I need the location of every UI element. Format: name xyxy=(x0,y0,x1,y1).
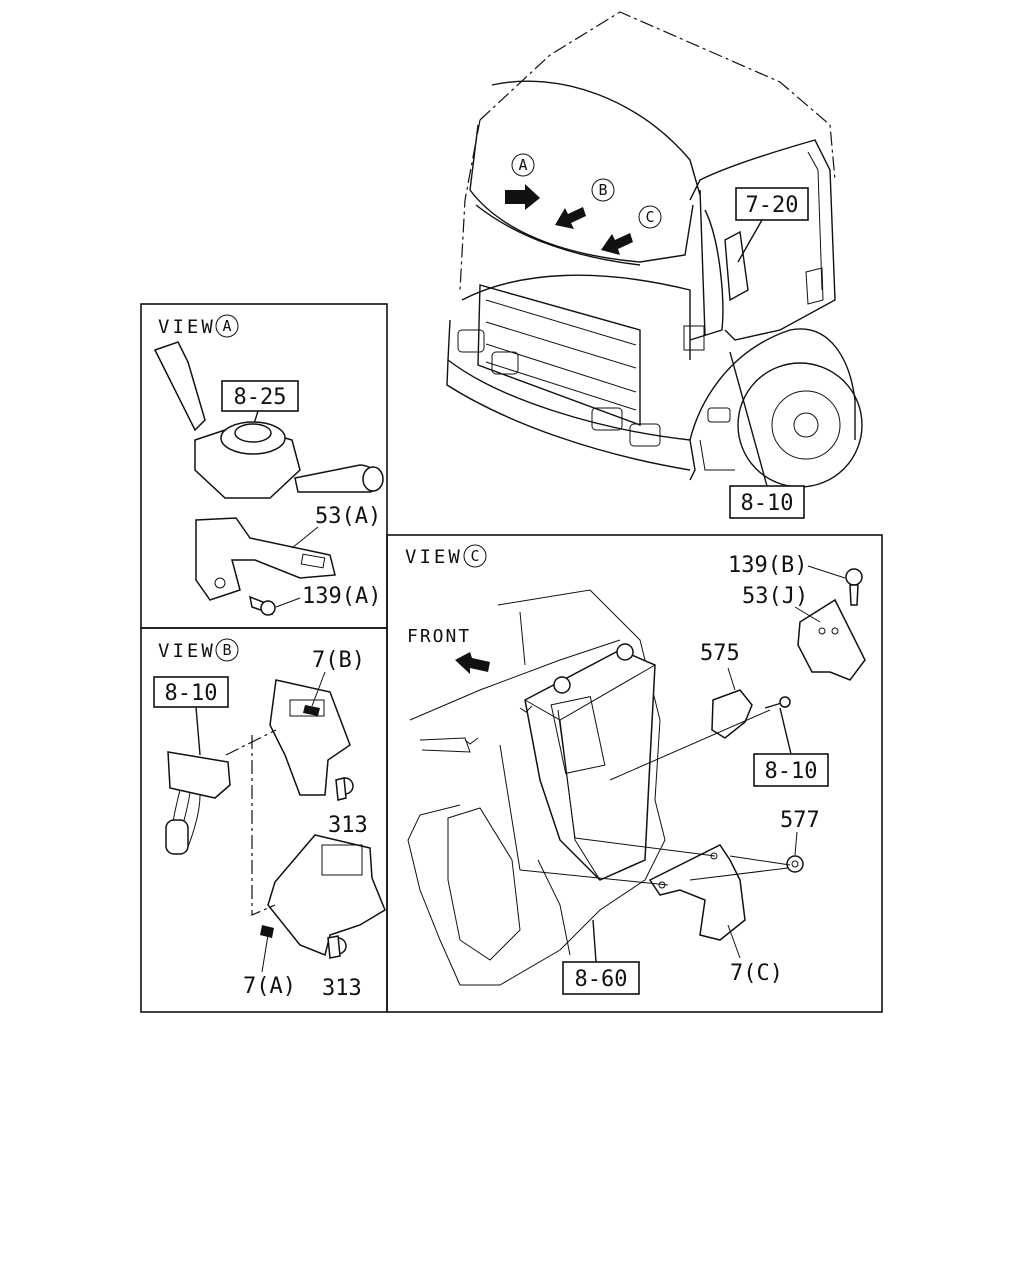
callout-7-20: 7-20 xyxy=(735,187,809,263)
bolt-313-lower: 313 xyxy=(322,935,362,1001)
bracket-7c: 7(C) xyxy=(648,844,783,986)
label-53a: 53(A) xyxy=(291,504,381,549)
svg-text:8-60: 8-60 xyxy=(575,967,628,992)
svg-text:313: 313 xyxy=(328,813,368,838)
svg-text:C: C xyxy=(470,547,479,565)
view-c-leader-lines xyxy=(464,705,791,886)
bolt-139b: 139(B) xyxy=(728,553,863,606)
clip-575: 575 xyxy=(700,641,791,739)
callout-8-60: 8-60 xyxy=(562,919,640,995)
svg-text:A: A xyxy=(518,156,527,174)
callout-8-10-view-c: 8-10 xyxy=(753,707,829,787)
lower-bracket-7a: 7(A) xyxy=(243,834,386,999)
view-b-marker: B xyxy=(555,178,615,229)
svg-text:8-10: 8-10 xyxy=(741,491,794,516)
svg-text:7-20: 7-20 xyxy=(746,193,799,218)
control-unit xyxy=(524,643,656,881)
svg-text:A: A xyxy=(222,317,231,335)
svg-text:53(J): 53(J) xyxy=(742,584,808,609)
bolt-313-upper: 313 xyxy=(328,777,368,838)
view-c-marker: C xyxy=(601,205,662,255)
svg-text:7(C): 7(C) xyxy=(730,961,783,986)
truck-cab-illustration xyxy=(446,11,863,488)
callout-8-10-main: 8-10 xyxy=(729,351,805,519)
svg-text:B: B xyxy=(222,641,231,659)
svg-text:8-25: 8-25 xyxy=(234,385,287,410)
combination-switch xyxy=(153,341,384,499)
bolt-139a: 139(A) xyxy=(248,584,381,616)
svg-text:577: 577 xyxy=(780,808,820,833)
view-a-title: VIEW A xyxy=(158,314,239,338)
svg-text:53(A): 53(A) xyxy=(315,504,381,529)
svg-text:139(B): 139(B) xyxy=(728,553,807,578)
callout-8-10-view-b: 8-10 xyxy=(153,676,229,756)
svg-text:VIEW: VIEW xyxy=(158,640,216,662)
bracket-53a xyxy=(195,517,336,601)
view-c-title: VIEW C xyxy=(405,544,487,568)
svg-text:C: C xyxy=(645,208,654,226)
svg-text:313: 313 xyxy=(322,976,362,1001)
svg-text:575: 575 xyxy=(700,641,740,666)
view-c-panel xyxy=(386,534,883,1013)
view-a-marker: A xyxy=(505,153,540,210)
svg-text:8-10: 8-10 xyxy=(165,681,218,706)
callout-8-25: 8-25 xyxy=(221,380,299,431)
svg-text:7(B): 7(B) xyxy=(312,648,365,673)
svg-text:FRONT: FRONT xyxy=(407,626,471,647)
bracket-53j: 53(J) xyxy=(742,584,866,681)
svg-text:139(A): 139(A) xyxy=(302,584,381,609)
view-b-title: VIEW B xyxy=(158,638,239,662)
upper-bracket-7b: 7(B) xyxy=(269,648,365,796)
wire-connector xyxy=(165,751,231,855)
svg-text:7(A): 7(A) xyxy=(243,974,296,999)
front-indicator: FRONT xyxy=(407,626,490,674)
svg-text:VIEW: VIEW xyxy=(158,316,216,338)
svg-text:B: B xyxy=(598,181,607,199)
svg-text:VIEW: VIEW xyxy=(405,546,463,568)
svg-text:8-10: 8-10 xyxy=(765,759,818,784)
nut-577: 577 xyxy=(780,808,820,873)
